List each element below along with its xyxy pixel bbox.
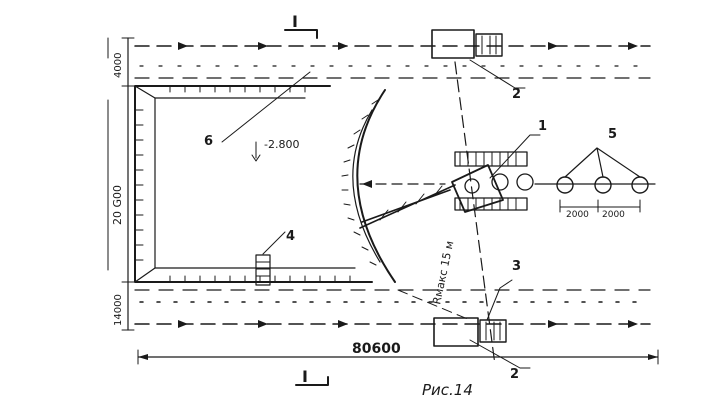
section-marks <box>284 29 329 386</box>
section-mark-bottom: I <box>302 367 308 386</box>
excavator-boom <box>359 184 456 229</box>
elevation-label: -2.800 <box>264 138 299 151</box>
radius-line <box>397 61 496 366</box>
callout-2-bottom: 2 <box>510 367 519 382</box>
callout-6: 6 <box>204 134 213 149</box>
dim-pit-width: 20 G00 <box>111 185 124 225</box>
figure-caption: Рис.14 <box>422 381 473 399</box>
dim-length: 80600 <box>352 341 401 357</box>
callout-2-top: 2 <box>512 87 521 102</box>
leader-lines <box>221 59 541 369</box>
section-mark-top: I <box>292 12 298 31</box>
dim-spacing-1: 2000 <box>566 210 589 220</box>
ramp-ladder <box>255 254 271 286</box>
travel-route <box>359 147 656 213</box>
dump-truck-top <box>431 29 503 59</box>
bottom-lane <box>134 289 651 328</box>
top-lane <box>134 42 651 79</box>
bottom-dimension <box>137 349 659 365</box>
callout-1: 1 <box>538 119 547 134</box>
dim-bottom-width: 14000 <box>113 294 124 326</box>
excavation-pit <box>134 85 396 283</box>
callout-5: 5 <box>608 127 617 142</box>
excavator <box>451 151 534 213</box>
radius-label: Rмакс 15 м <box>430 240 456 306</box>
callout-3: 3 <box>512 259 521 274</box>
dump-truck-bottom <box>433 317 507 347</box>
left-dimension <box>107 37 135 331</box>
dim-top-width: 4000 <box>113 53 124 78</box>
dim-spacing-2: 2000 <box>602 210 625 220</box>
callout-4: 4 <box>286 229 295 244</box>
